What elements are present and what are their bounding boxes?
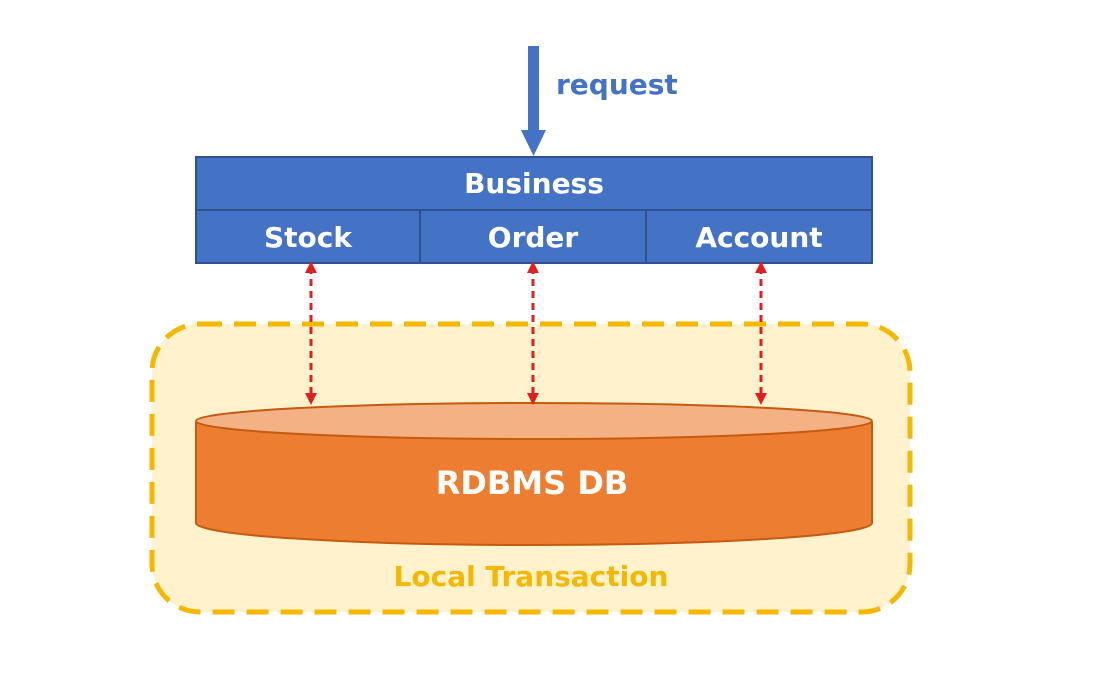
module-account <box>645 209 873 264</box>
business-header <box>195 156 873 211</box>
module-order-label: Order <box>488 221 579 254</box>
module-account-label: Account <box>695 221 822 254</box>
request-label: request <box>556 68 678 101</box>
database-label: RDBMS DB <box>436 464 629 502</box>
local-transaction-label: Local Transaction <box>394 560 669 593</box>
module-stock-label: Stock <box>264 221 353 254</box>
module-order <box>419 209 647 264</box>
business-block: Business Stock Order Account <box>195 156 873 264</box>
request-arrow <box>521 46 546 156</box>
database-body <box>195 422 873 546</box>
database-top <box>195 402 873 440</box>
business-title: Business <box>464 167 604 200</box>
database-cylinder: RDBMS DB <box>195 402 873 546</box>
